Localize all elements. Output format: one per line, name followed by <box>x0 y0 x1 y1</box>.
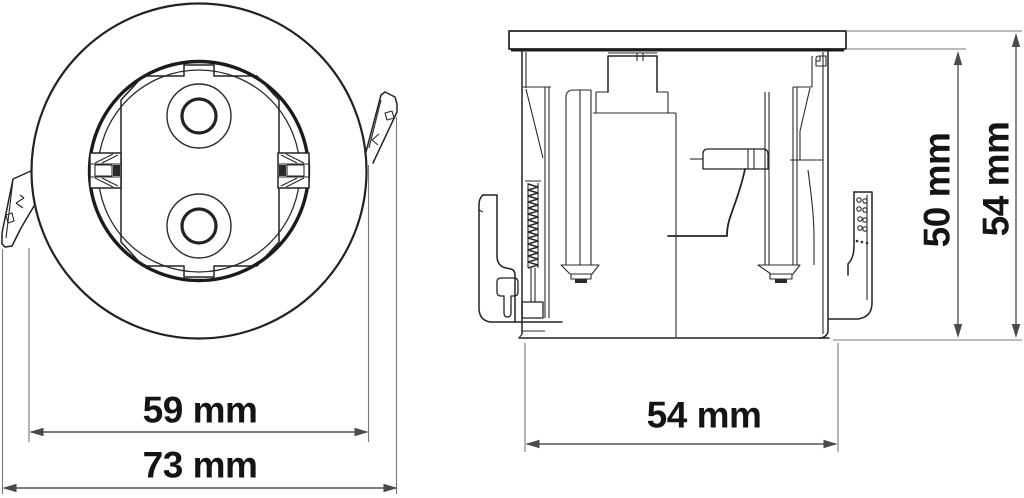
retaining-clip-left <box>478 194 563 323</box>
terminal-top <box>166 83 232 149</box>
dimension-50mm-depth <box>953 51 963 338</box>
dimension-label-front-overall-diameter: 73 mm <box>142 444 258 486</box>
retaining-clip-right <box>828 191 873 320</box>
dimension-label-side-recess-depth: 50 mm <box>916 132 958 248</box>
lamp-holder-tower <box>595 52 669 113</box>
spring-tab-left <box>1 170 35 248</box>
dimension-label-front-inner-diameter: 59 mm <box>142 389 258 431</box>
housing-body <box>518 49 830 339</box>
step-block <box>667 148 769 237</box>
spring-tab-right <box>365 91 398 164</box>
flange-plate <box>508 30 847 52</box>
connector-right <box>277 152 310 189</box>
trim-ring <box>30 2 368 340</box>
side-view <box>478 30 873 339</box>
dimension-54mm-height <box>1011 33 1021 338</box>
connector-left <box>89 152 122 189</box>
dimension-label-side-overall-height: 54 mm <box>975 121 1017 237</box>
dimension-annotations <box>1 30 1022 494</box>
lamp-module <box>89 64 310 278</box>
dimension-54mm-width <box>525 439 838 449</box>
coil-spring <box>521 180 544 319</box>
dimension-label-side-body-width: 54 mm <box>646 394 762 436</box>
dimension-59mm <box>29 427 369 437</box>
front-view <box>1 2 398 340</box>
dimension-73mm <box>2 483 398 493</box>
terminal-bottom <box>166 193 232 259</box>
